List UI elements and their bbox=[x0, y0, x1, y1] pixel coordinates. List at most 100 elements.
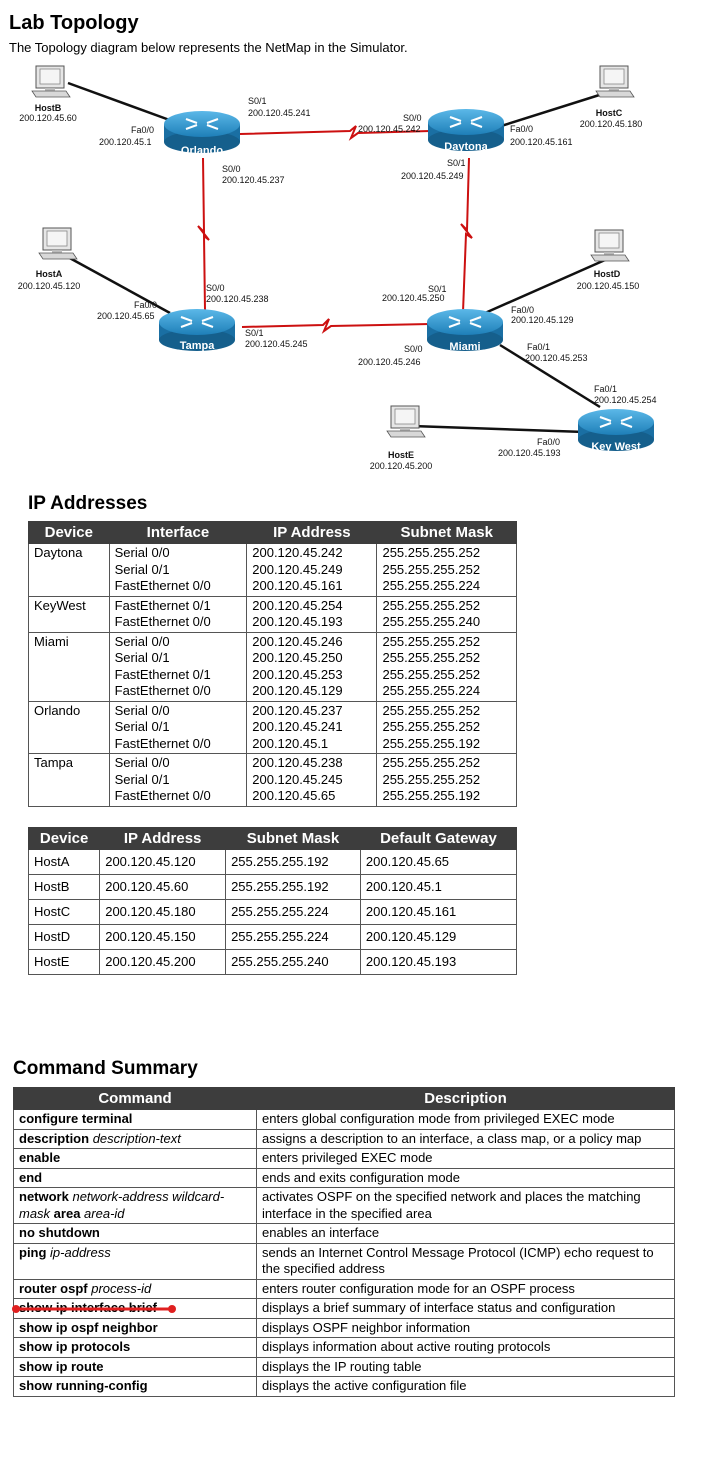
svg-text:HostC: HostC bbox=[596, 108, 623, 118]
command-part: ping bbox=[19, 1244, 51, 1260]
column-header: Device bbox=[28, 521, 110, 544]
host-c-icon bbox=[595, 65, 635, 98]
command-part: show ip protocols bbox=[19, 1339, 131, 1354]
description-cell: assigns a description to an interface, a… bbox=[256, 1128, 675, 1149]
link-hoste-keywest bbox=[411, 424, 586, 434]
svg-text:200.120.45.193: 200.120.45.193 bbox=[498, 448, 561, 458]
command-cell: router ospf process-id bbox=[13, 1278, 257, 1299]
table-cell: 200.120.45.65 bbox=[359, 849, 518, 875]
topology-diagram: Orlando Daytona Tampa Miami Key West Hos… bbox=[18, 65, 657, 471]
svg-text:200.120.45.245: 200.120.45.245 bbox=[245, 339, 308, 349]
ip-addresses-title: IP Addresses bbox=[28, 493, 148, 514]
description-cell: enters global configuration mode from pr… bbox=[256, 1109, 675, 1130]
command-part: network-address wildcard-mask bbox=[19, 1189, 225, 1221]
table-cell: 200.120.45.180 bbox=[99, 899, 227, 925]
svg-text:200.120.45.237: 200.120.45.237 bbox=[222, 175, 285, 185]
column-header: Description bbox=[256, 1087, 675, 1110]
svg-text:200.120.45.200: 200.120.45.200 bbox=[370, 461, 433, 471]
command-cell: ping ip-address bbox=[13, 1242, 257, 1280]
red-underline-annotation bbox=[12, 1305, 176, 1313]
link-hostc-daytona bbox=[497, 89, 613, 129]
svg-text:Fa0/0: Fa0/0 bbox=[131, 125, 154, 135]
column-header: Subnet Mask bbox=[376, 521, 517, 544]
svg-text:Fa0/1: Fa0/1 bbox=[594, 384, 617, 394]
host-d-icon bbox=[590, 229, 630, 262]
table-cell: 200.120.45.129 bbox=[359, 924, 518, 950]
command-cell: description description-text bbox=[13, 1128, 257, 1149]
table-cell: 200.120.45.193 bbox=[359, 949, 518, 975]
svg-text:Fa0/1: Fa0/1 bbox=[527, 342, 550, 352]
router-tampa: Tampa bbox=[158, 308, 236, 352]
svg-text:S0/0: S0/0 bbox=[404, 344, 423, 354]
page-subtitle: The Topology diagram below represents th… bbox=[9, 40, 408, 55]
page-title: Lab Topology bbox=[9, 12, 139, 34]
table-cell: 200.120.45.60 bbox=[99, 874, 227, 900]
svg-text:S0/0: S0/0 bbox=[206, 283, 225, 293]
command-part: description-text bbox=[92, 1130, 181, 1146]
svg-text:Fa0/0: Fa0/0 bbox=[511, 305, 534, 315]
table-cell: 200.120.45.1 bbox=[359, 874, 518, 900]
svg-text:S0/0: S0/0 bbox=[222, 164, 241, 174]
device-cell: Daytona bbox=[28, 543, 110, 597]
device-cell: Miami bbox=[28, 631, 110, 702]
svg-text:Orlando: Orlando bbox=[181, 145, 223, 157]
host-b-icon bbox=[31, 65, 71, 98]
column-header: IP Address bbox=[99, 827, 227, 850]
command-part: description bbox=[19, 1130, 93, 1146]
command-cell: show ip route bbox=[13, 1356, 257, 1377]
table-cell: 200.120.45.120 bbox=[99, 849, 227, 875]
svg-text:200.120.45.129: 200.120.45.129 bbox=[511, 315, 574, 325]
svg-text:HostB: HostB bbox=[35, 103, 62, 113]
description-cell: displays a brief summary of interface st… bbox=[256, 1298, 675, 1319]
router-orlando: Orlando bbox=[163, 110, 241, 157]
command-part: configure terminal bbox=[19, 1111, 133, 1126]
description-cell: sends an Internet Control Message Protoc… bbox=[256, 1242, 675, 1280]
table-cell: HostD bbox=[27, 924, 101, 950]
svg-text:200.120.45.238: 200.120.45.238 bbox=[206, 294, 269, 304]
command-part: show ip route bbox=[19, 1358, 104, 1374]
table-cell: HostA bbox=[27, 849, 101, 875]
table-cell: 255.255.255.240 bbox=[225, 949, 361, 975]
command-cell: show ip protocols bbox=[13, 1337, 257, 1358]
link-hostd-miami bbox=[484, 258, 606, 315]
table-cell: 200.120.45.200 bbox=[99, 949, 227, 975]
table-cell: 255.255.255.192 bbox=[225, 849, 361, 875]
svg-text:200.120.45.150: 200.120.45.150 bbox=[577, 281, 640, 291]
description-cell: activates OSPF on the specified network … bbox=[256, 1187, 675, 1224]
command-cell: enable bbox=[13, 1148, 257, 1169]
serial-tampa-miami bbox=[241, 318, 431, 334]
router-miami: Miami bbox=[426, 308, 504, 353]
svg-text:200.120.45.249: 200.120.45.249 bbox=[401, 171, 464, 181]
svg-text:200.120.45.1: 200.120.45.1 bbox=[99, 137, 152, 147]
command-part: enable bbox=[19, 1150, 61, 1165]
device-cell: KeyWest bbox=[28, 595, 110, 633]
svg-text:200.120.45.250: 200.120.45.250 bbox=[382, 293, 445, 303]
serial-orlando-tampa bbox=[197, 157, 210, 311]
command-part: process-id bbox=[91, 1280, 152, 1296]
command-cell: show ip ospf neighbor bbox=[13, 1317, 257, 1338]
command-part: show ip ospf neighbor bbox=[19, 1319, 158, 1335]
svg-text:200.120.45.241: 200.120.45.241 bbox=[248, 108, 311, 118]
table-row: network network-address wildcard-mask ar… bbox=[13, 1187, 675, 1224]
svg-text:S0/0: S0/0 bbox=[403, 113, 422, 123]
